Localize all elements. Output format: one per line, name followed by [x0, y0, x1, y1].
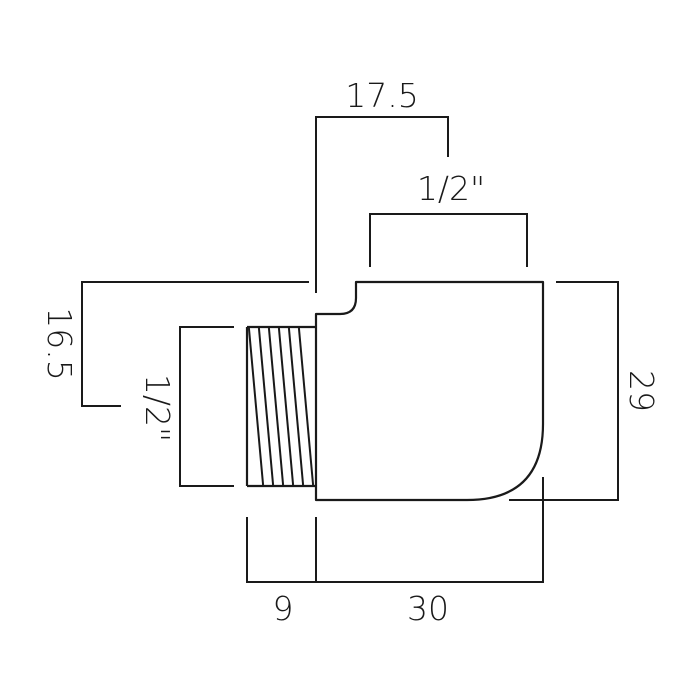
dim-left-thread-leader — [179, 326, 234, 487]
dim-30-label: 30 — [407, 589, 449, 628]
dim-left-thread-label: 1/2" — [138, 374, 177, 442]
dim-17-5-label: 17.5 — [345, 76, 418, 115]
dim-16-5: 16.5 — [40, 281, 309, 407]
elbow-body-outline — [314, 280, 545, 502]
thread-line — [257, 327, 275, 486]
dim-17-5-leader — [315, 116, 449, 293]
dim-16-5-leader — [81, 281, 309, 407]
thread-line — [287, 327, 305, 486]
threaded-spigot — [245, 325, 316, 488]
dim-29-label: 29 — [622, 370, 661, 412]
dim-16-5-label: 16.5 — [40, 307, 79, 380]
dim-29: 29 — [509, 281, 661, 501]
dim-9-label: 9 — [273, 589, 294, 628]
thread-line — [277, 327, 295, 486]
thread-line — [267, 327, 285, 486]
dim-top-thread: 1/2" — [369, 169, 528, 267]
thread-line — [297, 327, 315, 486]
dim-top-thread-leader — [369, 213, 528, 267]
thread-line — [247, 327, 265, 486]
dim-17-5: 17.5 — [315, 76, 449, 293]
dim-29-leader — [509, 281, 619, 501]
dim-top-thread-label: 1/2" — [417, 169, 485, 208]
dim-left-thread: 1/2" — [138, 326, 234, 487]
dim-bottom: 9 30 — [246, 477, 544, 628]
